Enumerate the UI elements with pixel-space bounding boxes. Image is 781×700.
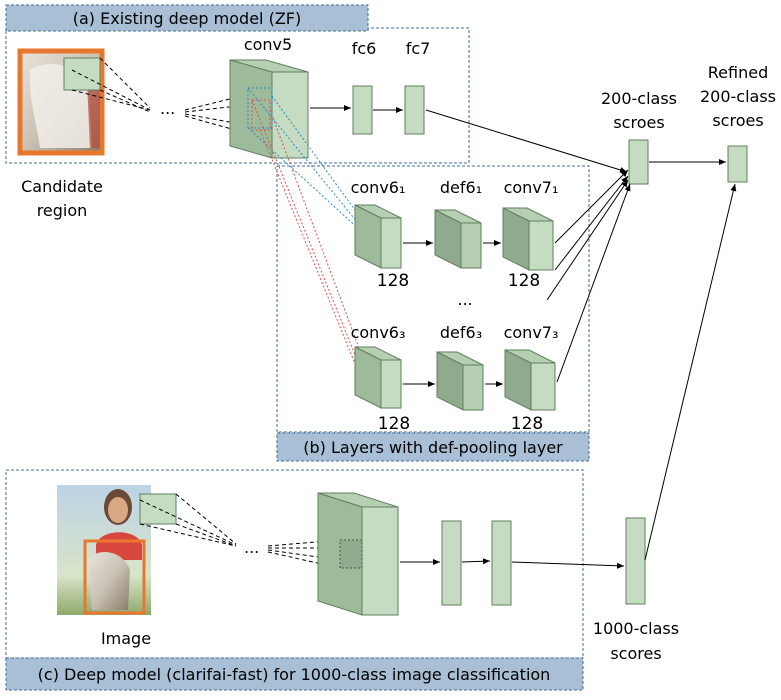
def6-1-block: [434, 209, 482, 269]
scores200-label-line2: scroes: [613, 113, 664, 132]
section-c-title: (c) Deep model (clarifai-fast) for 1000-…: [38, 665, 551, 684]
section-b-border: [276, 165, 590, 433]
fc7-block: [404, 85, 425, 135]
conv7-3-block: [504, 349, 556, 411]
conv6-1-block: [354, 204, 402, 269]
conv7-1-block: [502, 207, 554, 271]
outputs: 200-class scroes Refined 200-class scroe…: [593, 63, 776, 663]
row3-count-b: 128: [511, 414, 543, 434]
candidate-label-line1: Candidate: [21, 177, 103, 196]
section-a-ellipsis: ...: [160, 99, 175, 118]
candidate-dashed-lines: [71, 57, 151, 113]
row1-count-a: 128: [377, 271, 409, 291]
section-c: (c) Deep model (clarifai-fast) for 1000-…: [5, 469, 625, 691]
conv7-3-label: conv7₃: [504, 323, 559, 342]
fc6-label: fc6: [352, 39, 377, 58]
rows-ellipsis: ...: [457, 290, 472, 309]
row1-count-b: 128: [508, 271, 540, 291]
row3-count-a: 128: [378, 414, 410, 434]
arrow-fc6-fc7-c: [461, 558, 491, 565]
refined-label-line3: scroes: [712, 111, 763, 130]
input-image: [57, 485, 177, 615]
conv5-block: [229, 59, 309, 159]
def6-1-label: def6₁: [440, 178, 482, 197]
fc6-c-block: [441, 520, 462, 606]
conv6-3-label: conv6₃: [351, 323, 406, 342]
conv-c-block: [317, 492, 399, 616]
section-a: (a) Existing deep model (ZF) Candidate r…: [5, 4, 470, 220]
arrow-fc7-scores1000: [511, 561, 625, 569]
fc6-block: [352, 85, 373, 135]
section-b-title: (b) Layers with def-pooling layer: [303, 438, 563, 457]
candidate-region-image: [17, 48, 105, 156]
conv6-1-label: conv6₁: [351, 178, 406, 197]
candidate-label-line2: region: [37, 201, 88, 220]
fc7-c-block: [491, 520, 512, 606]
section-c-title-bar: [5, 657, 584, 691]
section-c-ellipsis: ...: [244, 538, 259, 557]
refined-label-line1: Refined: [708, 63, 768, 82]
section-b: (b) Layers with def-pooling layer conv6₁…: [276, 165, 590, 462]
output-arrows: [425, 109, 737, 561]
image-dashed-lines: [139, 493, 237, 547]
def6-3-block: [436, 351, 484, 411]
section-c-border: [5, 469, 584, 659]
conv7-1-label: conv7₁: [504, 178, 559, 197]
section-b-title-bar: [276, 432, 590, 462]
section-a-title: (a) Existing deep model (ZF): [73, 9, 301, 28]
section-a-title-bar: [5, 4, 369, 32]
def6-3-label: def6₃: [440, 323, 482, 342]
conv6-3-block: [354, 346, 402, 409]
scores1000-block: [625, 517, 646, 605]
scores1000-label-line2: scores: [610, 644, 661, 663]
scores200-label-line1: 200-class: [601, 89, 677, 108]
image-label: Image: [101, 629, 151, 648]
refined-label-line2: 200-class: [700, 87, 776, 106]
fc7-label: fc7: [406, 39, 431, 58]
refined-scores-block: [727, 145, 748, 183]
scores200-block: [628, 139, 649, 185]
conv5-label: conv5: [244, 35, 292, 54]
scores1000-label-line1: 1000-class: [593, 619, 679, 638]
